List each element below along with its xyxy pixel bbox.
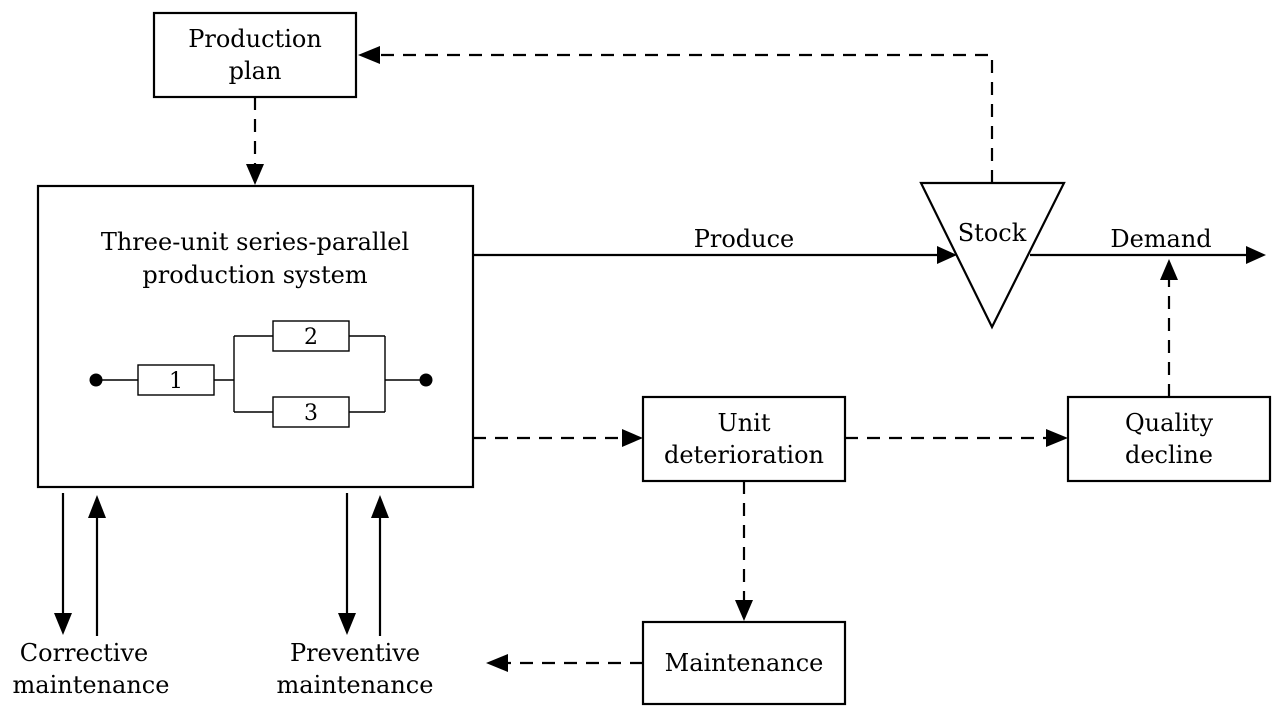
deterioration-to-maintenance-arrow bbox=[735, 481, 753, 621]
deterioration-to-maintenance-arrowhead bbox=[735, 600, 753, 621]
stock-label: Stock bbox=[958, 219, 1027, 247]
demand-arrowhead bbox=[1246, 246, 1266, 264]
demand-label: Demand bbox=[1110, 225, 1211, 253]
produce-label: Produce bbox=[694, 225, 795, 253]
unit-3-box bbox=[272, 396, 350, 428]
plan-to-system-arrowhead bbox=[246, 164, 264, 185]
preventive-maintenance-label-line2: maintenance bbox=[277, 671, 434, 699]
deterioration-to-quality-arrowhead bbox=[1046, 429, 1068, 447]
production-plan-label-line1: Production bbox=[188, 25, 322, 53]
schematic-output-terminal bbox=[419, 373, 433, 387]
system-to-deterioration-arrowhead bbox=[622, 429, 643, 447]
corrective-maintenance-arrows bbox=[54, 493, 106, 636]
deterioration-to-quality-arrow bbox=[845, 429, 1068, 447]
production-system-title-line2: production system bbox=[142, 261, 367, 289]
corrective-up-arrowhead bbox=[88, 495, 106, 518]
stock-to-plan-arrowhead bbox=[358, 46, 380, 64]
maintenance-label: Maintenance bbox=[665, 649, 824, 677]
unit-2-label: 2 bbox=[304, 325, 318, 350]
stock-to-plan-feedback-arrow bbox=[358, 46, 994, 183]
unit-deterioration-label-line2: deterioration bbox=[664, 441, 824, 469]
corrective-maintenance-label-line1: Corrective bbox=[20, 639, 148, 667]
unit-1-label: 1 bbox=[169, 369, 183, 394]
produce-arrowhead bbox=[937, 246, 957, 264]
produce-flow-arrow: Produce bbox=[473, 225, 957, 264]
production-system-node: Three-unit series-parallel production sy… bbox=[36, 184, 475, 489]
maintenance-to-types-arrow bbox=[486, 654, 643, 672]
corrective-down-arrowhead bbox=[54, 613, 72, 635]
preventive-up-arrowhead bbox=[371, 495, 389, 518]
quality-to-demand-arrow bbox=[1160, 259, 1178, 397]
system-to-deterioration-arrow bbox=[473, 429, 643, 447]
preventive-maintenance-label-line1: Preventive bbox=[290, 639, 420, 667]
plan-to-system-arrow bbox=[246, 97, 264, 185]
production-plan-node: Production plan bbox=[152, 11, 358, 99]
unit-1-box bbox=[137, 364, 215, 396]
unit-3-label: 3 bbox=[304, 401, 318, 426]
quality-decline-node: Quality decline bbox=[1066, 395, 1272, 483]
unit-deterioration-label-line1: Unit bbox=[717, 409, 770, 437]
quality-to-demand-arrowhead bbox=[1160, 259, 1178, 280]
quality-decline-label-line1: Quality bbox=[1125, 409, 1213, 437]
quality-decline-label-line2: decline bbox=[1125, 441, 1213, 469]
demand-flow-arrow: Demand bbox=[1030, 225, 1266, 264]
production-plan-label-line2: plan bbox=[229, 57, 282, 85]
corrective-maintenance-label-line2: maintenance bbox=[13, 671, 170, 699]
preventive-down-arrowhead bbox=[338, 613, 356, 635]
series-parallel-schematic: 1 2 3 bbox=[89, 320, 433, 428]
maintenance-node: Maintenance bbox=[641, 620, 847, 706]
unit-deterioration-node: Unit deterioration bbox=[641, 395, 847, 483]
production-system-title-line1: Three-unit series-parallel bbox=[101, 228, 409, 256]
maintenance-to-types-arrowhead bbox=[486, 654, 508, 672]
preventive-maintenance-arrows bbox=[338, 493, 389, 636]
